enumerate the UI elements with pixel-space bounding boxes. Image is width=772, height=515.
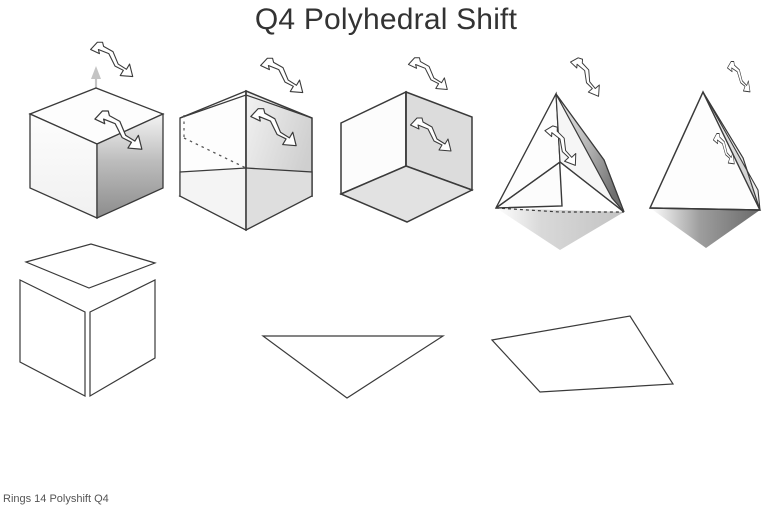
exploded-top-face — [24, 243, 157, 289]
tetra-front-face — [648, 90, 762, 211]
cube2-top-edges — [179, 94, 313, 119]
figure-step-5-tetrahedron — [648, 61, 762, 248]
figure-step-4-pyramid-hollow — [494, 55, 625, 250]
tetra-base-edge — [649, 207, 761, 211]
figure-rhombus — [490, 315, 675, 393]
cube3-floor — [339, 165, 474, 223]
cube-right-face — [96, 112, 164, 220]
exploded-left-face — [19, 279, 86, 397]
morph-arrow-upper-icon — [562, 55, 609, 97]
cube2-floor-right — [245, 167, 313, 232]
pyramid-shadow — [496, 208, 624, 250]
cube2-hidden-edge — [183, 137, 247, 169]
morph-arrow-upper-icon — [260, 57, 304, 94]
tetra-shadow — [650, 208, 760, 248]
rhombus-shape — [490, 315, 675, 393]
morph-arrow-upper-icon — [726, 61, 751, 93]
cube2-floor-left-wall — [179, 167, 247, 231]
figure-exploded-cube — [19, 243, 157, 398]
figure-down-triangle — [261, 335, 446, 399]
morph-arrow-upper-icon — [407, 57, 448, 90]
exploded-right-face — [89, 279, 156, 398]
page-title: Q4 Polyhedral Shift — [254, 3, 518, 36]
triangle-shape — [261, 335, 446, 399]
pyramid-base-edges — [495, 161, 625, 213]
figure-step-2-cube-corner-open — [178, 57, 313, 232]
figure-step-1-cube-solid — [28, 41, 165, 220]
footer-caption: Rings 14 Polyshift Q4 — [3, 493, 109, 505]
figure-step-3-cube-inner-corner — [339, 57, 474, 223]
